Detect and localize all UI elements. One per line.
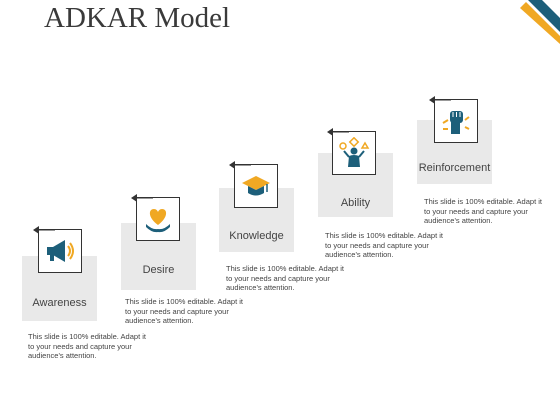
step-label: Awareness — [32, 297, 87, 309]
icon-frame — [429, 96, 478, 143]
return-arrow-icon — [429, 96, 451, 104]
icon-frame — [33, 226, 82, 273]
step-description: This slide is 100% editable. Adapt it to… — [325, 231, 443, 259]
step-description: This slide is 100% editable. Adapt it to… — [226, 264, 344, 292]
return-arrow-icon — [229, 161, 251, 169]
step-description: This slide is 100% editable. Adapt it to… — [28, 332, 146, 360]
page-title: ADKAR Model — [44, 2, 231, 34]
icon-frame — [131, 194, 180, 241]
step-label: Knowledge — [229, 230, 284, 242]
step-description: This slide is 100% editable. Adapt it to… — [125, 297, 243, 325]
step-description: This slide is 100% editable. Adapt it to… — [424, 197, 542, 225]
step-label: Ability — [340, 197, 371, 209]
step-label: Desire — [142, 264, 175, 276]
raised-fist-icon — [442, 111, 470, 134]
step-label: Reinforcement — [418, 162, 491, 174]
icon-frame — [229, 161, 278, 208]
return-arrow-icon — [33, 226, 55, 234]
megaphone-icon — [47, 240, 74, 262]
return-arrow-icon — [327, 128, 349, 136]
heart-in-hand-icon — [146, 209, 170, 233]
person-juggling-shapes-icon — [339, 137, 370, 167]
corner-decoration — [520, 0, 560, 44]
icon-frame — [327, 128, 376, 175]
graduation-cap-icon — [242, 176, 270, 196]
return-arrow-icon — [131, 194, 153, 202]
